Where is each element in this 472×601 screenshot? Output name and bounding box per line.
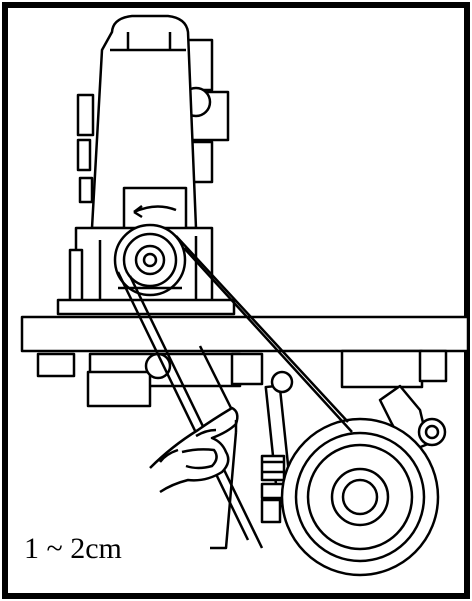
table-top [20,315,470,353]
motor-pulley [280,417,440,577]
deflection-leader [210,420,238,550]
hand-pressing-belt [149,406,239,494]
belt-deflection-label: 1 ~ 2cm [24,532,122,565]
machine-head [56,14,236,316]
v-belt [116,235,353,549]
